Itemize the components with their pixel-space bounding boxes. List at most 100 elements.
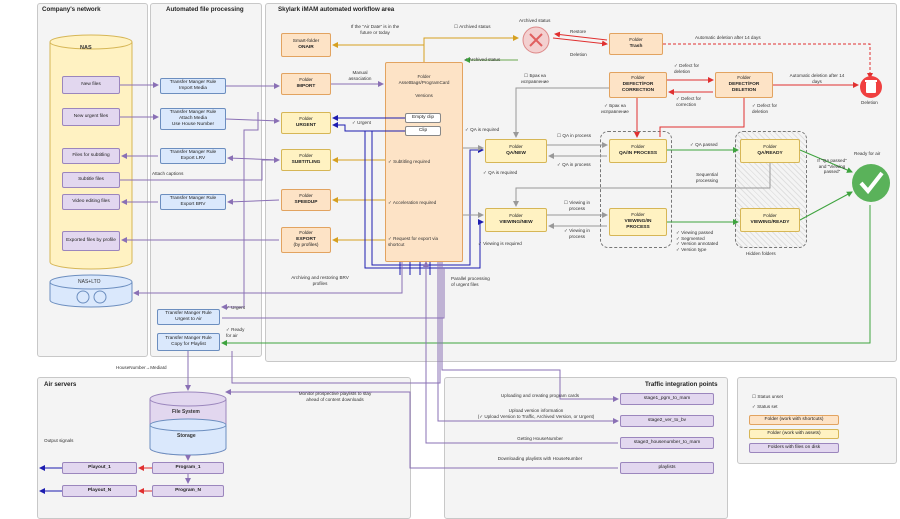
rule-copy-for-playlist[interactable]: Transfer Manger Rule Copy for Playlist bbox=[157, 333, 220, 351]
legend-unset: ☐ Status unset bbox=[752, 394, 783, 399]
nas-item-new-urgent-files[interactable]: New urgent files bbox=[62, 108, 120, 126]
archived-status-icon bbox=[523, 27, 549, 53]
archived-status-title: Archived status bbox=[519, 18, 551, 23]
rule-urgent-to-air[interactable]: Transfer Manger Rule Urgent to Air bbox=[157, 309, 220, 325]
urgent-check-label: ✓ Urgent bbox=[352, 120, 371, 125]
archiving-label: Archiving and restoring BRV profiles bbox=[291, 275, 349, 286]
deletion-bin-icon bbox=[860, 76, 882, 98]
housenumber-label: HouseNumber→MediaId bbox=[116, 365, 167, 370]
export-request: ✓ Request for export via shortcut bbox=[388, 236, 439, 247]
assetbags-versions: Versions bbox=[415, 93, 433, 98]
urgent-small-label: ✓ Urgent bbox=[226, 305, 245, 310]
viewing-required-label: ✓ Viewing is required bbox=[478, 241, 522, 246]
nas-lto-title: NAS+LTO bbox=[78, 279, 101, 285]
viewing-in-process-unset-label: ☐ Viewing in process bbox=[563, 200, 591, 211]
attach-captions-label: Attach captions bbox=[152, 171, 184, 176]
viewing-in-process-set-label: ✓ Viewing in process bbox=[564, 228, 590, 239]
traffic-title: Traffic integration points bbox=[645, 381, 718, 388]
hidden-folders-label: Hidden folders bbox=[746, 251, 776, 256]
if-qa-passed-label: If "QA passed" and "Viewing passed" bbox=[817, 158, 847, 175]
workflow-title: Skylark iMAM automated workflow area bbox=[278, 6, 395, 13]
legend-assets: Folder (work with assets) bbox=[749, 429, 839, 439]
ready-for-air-icon bbox=[852, 164, 890, 202]
parallel-label: Parallel processing of urgent files bbox=[451, 276, 490, 287]
rule-export-lrv[interactable]: Transfer Manger Rule Export LRV bbox=[160, 148, 226, 164]
empty-clip[interactable]: Empty clip bbox=[405, 113, 441, 123]
nas-item-subtitle-files[interactable]: Subtitle files bbox=[62, 172, 120, 188]
storage-label: Storage bbox=[177, 433, 196, 439]
ready-for-air-label: Ready for air bbox=[854, 151, 881, 156]
assetbags-header: Folder AssetBags/ProgramCard bbox=[398, 74, 450, 85]
viewing-passed-label: ✓ Viewing passed ✓ Segmented ✓ Version a… bbox=[676, 230, 719, 253]
output-signals-label: Output signals bbox=[44, 438, 74, 443]
traffic-row-3-desc: Getting HouseNumber bbox=[517, 436, 563, 441]
acceleration-required: ✓ Acceleration required bbox=[388, 200, 437, 205]
rule-import-media[interactable]: Transfer Manger Rule Import Media bbox=[160, 78, 226, 94]
restore-label: Restore bbox=[570, 29, 587, 34]
traffic-endpoint-stage2[interactable]: stage2_ver_to_bv bbox=[620, 415, 714, 427]
traffic-endpoint-stage3[interactable]: stage3_housenumber_to_mam bbox=[620, 437, 714, 449]
auto-delete-label-2: Automatic deletion after 14 days bbox=[789, 73, 845, 84]
qa-required-label-1: ✓ QA is required bbox=[465, 127, 500, 132]
nas-item-new-files[interactable]: New files bbox=[62, 76, 120, 94]
nas-item-video-editing-files[interactable]: Video editing files bbox=[62, 194, 120, 210]
qa-required-label-2: ✓ QA is required bbox=[483, 170, 518, 175]
ready-for-air-small-label: ✓ Ready for air bbox=[226, 327, 245, 338]
rule-attach-media[interactable]: Transfer Manger Rule Attach Media Use Ho… bbox=[160, 108, 226, 130]
network-title: Company's network bbox=[42, 6, 101, 13]
qa-in-process-unset-label: ☐ QA in process bbox=[557, 133, 591, 138]
traffic-row-4-desc: Downloading playlists with HouseNumber bbox=[497, 456, 583, 461]
nas-item-files-for-subtitling[interactable]: Files for subtitling bbox=[62, 148, 120, 164]
sequential-label: Sequential processing bbox=[695, 172, 719, 183]
subtitling-required: ✓ Subtitling required bbox=[388, 159, 431, 164]
brak-set-label: ✓ Брак на исправление bbox=[601, 103, 629, 114]
deletion-edge-label: Deletion bbox=[570, 52, 587, 57]
deletion-label: Deletion bbox=[861, 100, 878, 105]
nas-item-exported-files[interactable]: Exported files by profile bbox=[62, 231, 120, 251]
monitor-label: Monitor prospective playlists to stay ah… bbox=[298, 391, 372, 402]
deletion-bin-icon bbox=[860, 76, 882, 98]
program-1[interactable]: Program_1 bbox=[152, 462, 224, 474]
playout-n[interactable]: Playout_N bbox=[62, 485, 137, 497]
traffic-row-1-desc: Uploading and creating program cards bbox=[500, 393, 580, 398]
qa-passed-label: ✓ QA passed bbox=[690, 142, 718, 147]
traffic-endpoint-playlists[interactable]: playlists bbox=[620, 462, 714, 474]
legend-shortcuts: Folder (work with shortcuts) bbox=[749, 415, 839, 425]
auto-delete-label: Automatic deletion after 14 days bbox=[695, 35, 761, 40]
air-servers-title: Air servers bbox=[44, 381, 77, 388]
defect-deletion-label-2: ✓ Defect for deletion bbox=[752, 103, 778, 114]
defect-deletion-label-1: ✓ Defect for deletion bbox=[674, 63, 700, 74]
traffic-endpoint-stage1[interactable]: stage1_pgm_to_mam bbox=[620, 393, 714, 405]
processing-title: Automated file processing bbox=[166, 6, 244, 13]
archived-status-set-label: ✓ Archived status bbox=[464, 57, 501, 62]
file-system-label: File System bbox=[172, 409, 200, 415]
clip[interactable]: Clip bbox=[405, 126, 441, 136]
folder-assetbags[interactable] bbox=[385, 62, 463, 262]
ready-for-air-icon bbox=[852, 164, 890, 202]
qa-in-process-set-label: ✓ QA in process bbox=[557, 162, 591, 167]
rule-export-brv[interactable]: Transfer Manger Rule Export BRV bbox=[160, 194, 226, 210]
archived-status-icon bbox=[522, 26, 550, 54]
program-n[interactable]: Program_N bbox=[152, 485, 224, 497]
legend-set: ✓ Status set bbox=[752, 404, 778, 409]
defect-correction-label: ✓ Defect for correction bbox=[676, 96, 702, 107]
playout-1[interactable]: Playout_1 bbox=[62, 462, 137, 474]
air-date-label: If the "Air Date" is in the future or to… bbox=[350, 24, 400, 35]
